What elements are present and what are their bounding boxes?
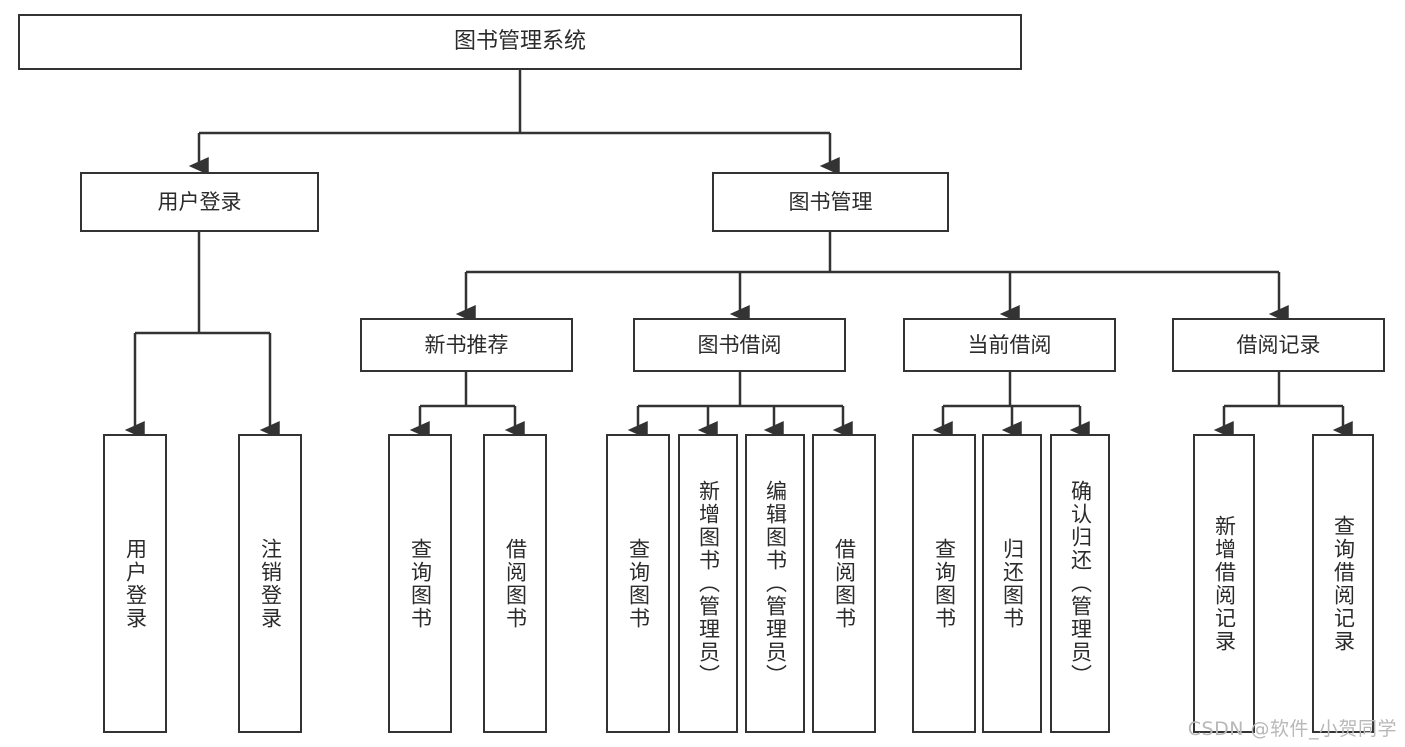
watermark-text: CSDN @软件_小贺同学 <box>1187 718 1397 740</box>
node-label: 查询图书 <box>932 537 957 630</box>
leaf-query-book-recommend[interactable]: 查询图书 <box>388 434 452 733</box>
leaf-user-login[interactable]: 用户登录 <box>103 434 167 733</box>
node-book-borrow[interactable]: 图书借阅 <box>633 318 846 372</box>
node-label: 用户登录 <box>123 537 148 630</box>
node-current-borrow[interactable]: 当前借阅 <box>903 318 1116 372</box>
node-borrow-record[interactable]: 借阅记录 <box>1172 318 1385 372</box>
node-new-book-recommend[interactable]: 新书推荐 <box>360 318 573 372</box>
leaf-return-book[interactable]: 归还图书 <box>982 434 1042 733</box>
node-label: 新增借阅记录 <box>1212 514 1237 653</box>
node-book-management[interactable]: 图书管理 <box>712 172 949 232</box>
node-label: 编辑图书（管理员） <box>763 480 788 687</box>
node-root-book-management-system[interactable]: 图书管理系统 <box>18 14 1022 70</box>
node-label: 注销登录 <box>258 537 283 630</box>
node-label: 图书管理 <box>788 189 873 214</box>
node-label: 用户登录 <box>157 189 242 214</box>
leaf-add-book[interactable]: 新增图书（管理员） <box>678 434 738 733</box>
node-label: 查询借阅记录 <box>1331 514 1356 653</box>
leaf-borrow-book[interactable]: 借阅图书 <box>812 434 876 733</box>
node-label: 借阅图书 <box>503 537 528 630</box>
leaf-confirm-return[interactable]: 确认归还（管理员） <box>1050 434 1110 733</box>
node-label: 查询图书 <box>408 537 433 630</box>
leaf-query-borrow-record[interactable]: 查询借阅记录 <box>1312 434 1374 733</box>
node-label: 借阅图书 <box>832 537 857 630</box>
node-user-login[interactable]: 用户登录 <box>80 172 319 232</box>
leaf-add-borrow-record[interactable]: 新增借阅记录 <box>1193 434 1255 733</box>
node-label: 新书推荐 <box>424 332 509 357</box>
node-label: 图书管理系统 <box>453 28 586 54</box>
leaf-borrow-book-recommend[interactable]: 借阅图书 <box>483 434 547 733</box>
node-label: 新增图书（管理员） <box>696 480 721 687</box>
leaf-query-book-current[interactable]: 查询图书 <box>912 434 976 733</box>
node-label: 图书借阅 <box>697 332 782 357</box>
node-label: 确认归还（管理员） <box>1068 480 1093 687</box>
node-label: 归还图书 <box>1000 537 1025 630</box>
node-label: 当前借阅 <box>967 332 1052 357</box>
node-label: 查询图书 <box>626 537 651 630</box>
node-label: 借阅记录 <box>1236 332 1321 357</box>
leaf-edit-book[interactable]: 编辑图书（管理员） <box>745 434 805 733</box>
leaf-query-book-borrow[interactable]: 查询图书 <box>606 434 670 733</box>
leaf-logout[interactable]: 注销登录 <box>238 434 302 733</box>
